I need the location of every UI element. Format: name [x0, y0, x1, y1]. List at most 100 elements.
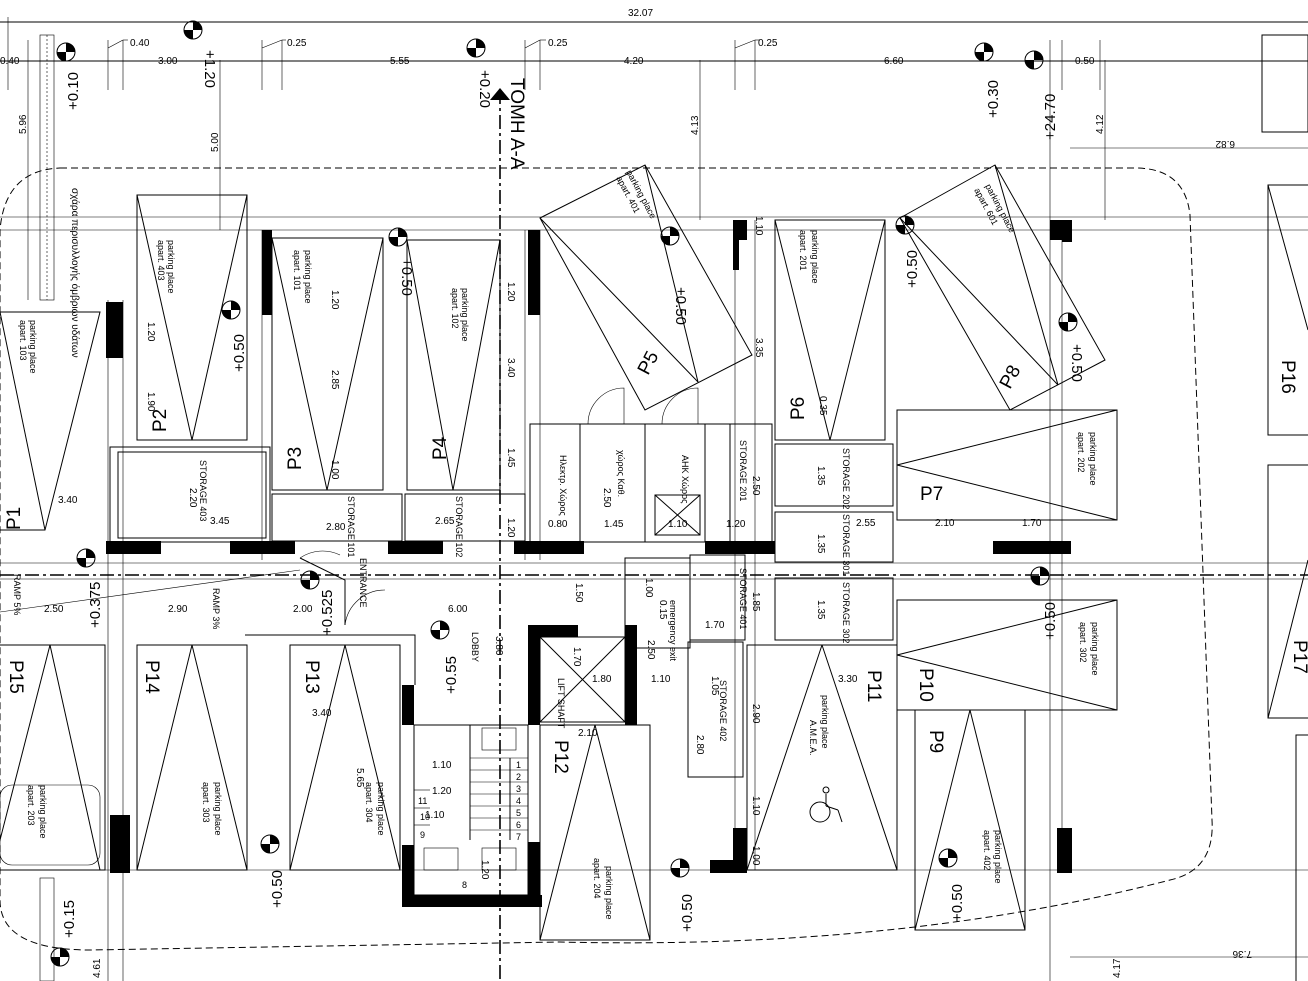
svg-text:P14: P14 [141, 660, 162, 694]
level-marker: +0.55 [430, 620, 460, 694]
svg-text:P2: P2 [150, 409, 171, 432]
svg-text:+1.20: +1.20 [201, 50, 218, 88]
level-marker: +0.525 [300, 570, 336, 636]
site-boundary [0, 167, 1213, 951]
svg-text:5: 5 [516, 808, 521, 818]
svg-text:P8: P8 [996, 362, 1025, 392]
svg-text:P13: P13 [301, 660, 322, 694]
svg-text:χώρος Καθ.: χώρος Καθ. [616, 450, 626, 497]
level-markers: +0.10 +1.20 +0.20 +0.30 +24.70 +0.50 +0.… [50, 20, 1085, 967]
svg-text:2.80: 2.80 [326, 522, 346, 533]
level-marker: +0.50 [221, 300, 248, 372]
adjacent-structure [1261, 34, 1308, 133]
svg-text:2.55: 2.55 [856, 518, 876, 529]
svg-text:P6: P6 [788, 397, 809, 420]
svg-text:1.10: 1.10 [651, 674, 671, 685]
gutter-note: σχάρα περισυλλογής όμβριων υδάτων [69, 188, 81, 358]
level-marker: +0.50 [660, 226, 689, 325]
svg-text:2.50: 2.50 [44, 604, 64, 615]
dim-seg-6: 0.50 [1075, 56, 1095, 67]
svg-text:6.00: 6.00 [448, 604, 468, 615]
svg-text:5.65: 5.65 [354, 768, 365, 788]
svg-text:STORAGE 201: STORAGE 201 [738, 440, 748, 501]
svg-text:STORAGE 301: STORAGE 301 [841, 514, 851, 575]
level-marker: +0.15 [50, 900, 78, 967]
level-marker: +0.50 [670, 858, 696, 932]
svg-text:1.45: 1.45 [604, 519, 624, 530]
level-marker: +0.50 [1058, 312, 1085, 382]
svg-text:+0.525: +0.525 [319, 590, 336, 636]
level-marker: +0.30 [974, 42, 1002, 118]
svg-text:RAMP 5%: RAMP 5% [12, 574, 22, 615]
svg-text:1.10: 1.10 [432, 760, 452, 771]
svg-text:parking place: parking place [213, 782, 223, 836]
svg-text:+0.50: +0.50 [679, 894, 696, 932]
svg-text:1.20: 1.20 [329, 290, 340, 310]
svg-text:apart. 203: apart. 203 [26, 785, 36, 826]
vertical-dimensions: 5.96 5.00 4.13 4.12 6.82 7.36 4.17 4.61 [18, 40, 1308, 978]
svg-text:P11: P11 [863, 670, 884, 702]
parking-bay-p9: P9 parking place apart. 402 [914, 709, 1026, 931]
svg-text:2.10: 2.10 [935, 518, 955, 529]
level-marker: +0.50 [260, 834, 286, 908]
svg-text:STORAGE 302: STORAGE 302 [841, 582, 851, 643]
parking-bay-p3: P3 parking place apart. 101 [271, 237, 384, 491]
service-rooms: Ηλεκτρ. Χώρος χώρος Καθ. ΑΗΚ Χώρος [529, 387, 731, 543]
svg-text:3: 3 [516, 784, 521, 794]
dim-offset-2: 0.25 [287, 38, 307, 49]
svg-text:apart. 204: apart. 204 [592, 858, 602, 899]
svg-text:P3: P3 [285, 447, 306, 470]
svg-text:parking place: parking place [604, 866, 614, 920]
dim-offset-1: 0.40 [130, 38, 150, 49]
svg-text:parking place: parking place [303, 250, 313, 304]
svg-text:apart. 303: apart. 303 [201, 782, 211, 823]
svg-text:3.35: 3.35 [753, 338, 764, 358]
level-marker: +0.50 [938, 848, 966, 922]
svg-text:1.10: 1.10 [750, 796, 761, 816]
svg-text:3.40: 3.40 [505, 358, 516, 378]
parking-bay-p7: P7 parking place apart. 202 [896, 409, 1118, 521]
svg-text:P7: P7 [920, 484, 943, 505]
lift-shaft: LIFT SHAFT [539, 636, 626, 729]
svg-text:P17: P17 [1289, 640, 1308, 674]
svg-text:P16: P16 [1277, 360, 1298, 394]
svg-text:apart. 302: apart. 302 [1078, 622, 1088, 663]
svg-text:apart. 102: apart. 102 [450, 288, 460, 329]
svg-text:apart. 202: apart. 202 [1076, 432, 1086, 473]
level-marker: +0.20 [466, 38, 493, 108]
svg-text:Ηλεκτρ. Χώρος: Ηλεκτρ. Χώρος [558, 455, 568, 516]
dim-seg-4: 4.20 [624, 56, 644, 67]
svg-text:+0.55: +0.55 [443, 656, 460, 694]
dim-v-7: 4.17 [1112, 958, 1123, 978]
svg-text:P15: P15 [5, 660, 26, 694]
svg-text:parking place: parking place [810, 230, 820, 284]
accessible-icon [809, 786, 843, 823]
parking-bay-p5: P5 parking place apart. 401 [539, 164, 753, 411]
dim-offset-4: 0.25 [758, 38, 778, 49]
svg-text:STORAGE 401: STORAGE 401 [738, 568, 748, 629]
svg-text:1: 1 [516, 760, 521, 770]
svg-text:+0.50: +0.50 [904, 250, 921, 288]
svg-text:3.80: 3.80 [493, 636, 504, 656]
svg-text:1.00: 1.00 [750, 846, 761, 866]
adjacent-bay-edge [1295, 734, 1308, 981]
svg-text:2.00: 2.00 [293, 604, 313, 615]
parking-bay-p11: P11 parking place A.M.E.A. [746, 644, 898, 871]
svg-text:1.90: 1.90 [145, 392, 156, 412]
svg-text:STORAGE 102: STORAGE 102 [454, 496, 464, 557]
svg-text:apart. 201: apart. 201 [798, 230, 808, 271]
dim-seg-2: 3.00 [158, 56, 178, 67]
svg-text:1.20: 1.20 [726, 519, 746, 530]
svg-text:apart. 103: apart. 103 [18, 320, 28, 361]
svg-text:1.10: 1.10 [668, 519, 688, 530]
svg-text:1.00: 1.00 [643, 578, 654, 598]
svg-text:apart. 403: apart. 403 [156, 240, 166, 281]
grid-lines [0, 90, 1308, 981]
svg-text:1.20: 1.20 [145, 322, 156, 342]
level-marker: +0.50 [895, 215, 921, 288]
parking-bay-p6: P6 parking place apart. 201 [774, 219, 886, 441]
svg-text:parking place: parking place [376, 782, 386, 836]
level-marker: +24.70 [1024, 50, 1059, 140]
svg-text:P1: P1 [4, 507, 25, 530]
svg-text:1.70: 1.70 [571, 647, 582, 667]
